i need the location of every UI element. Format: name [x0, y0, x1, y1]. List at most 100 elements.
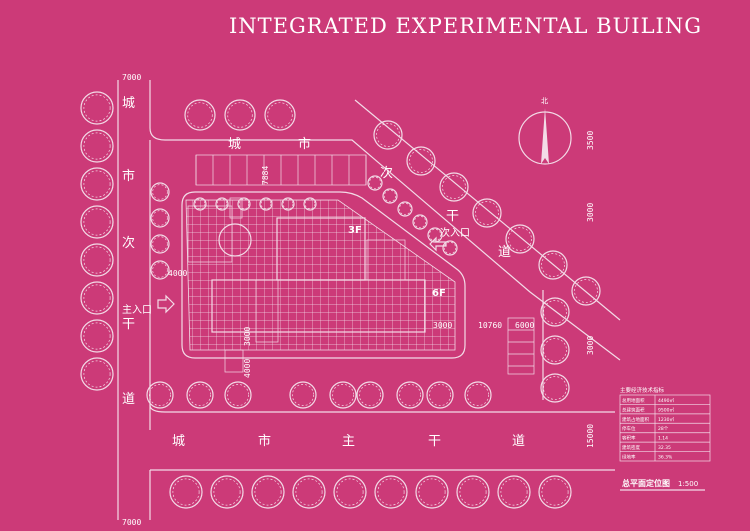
trees — [80, 91, 601, 509]
walkway-top — [229, 197, 243, 219]
tree — [150, 208, 170, 228]
tree — [80, 167, 114, 201]
tree — [80, 281, 114, 315]
road-bottom-1: 城 — [172, 434, 185, 449]
tree — [571, 276, 601, 306]
dim-left-gap: 4000 — [168, 269, 187, 278]
tree — [150, 260, 170, 280]
tree — [356, 381, 384, 409]
plan-caption: 总平面定位图 1:500 — [620, 478, 705, 491]
tree — [264, 99, 296, 131]
hatched-garden — [187, 205, 233, 263]
table-cell-label: 容积率 — [622, 435, 636, 442]
dim-inner-c: 6000 — [515, 321, 534, 330]
tree — [333, 475, 367, 509]
table-cell-label: 总建筑面积 — [622, 406, 645, 413]
north-label: 北 — [541, 97, 548, 105]
road-top-1: 城 — [228, 137, 241, 152]
table-cell-value: 1230㎡ — [658, 416, 674, 423]
tree — [215, 197, 229, 211]
fountain — [218, 223, 252, 257]
dim-inner-b: 10760 — [478, 321, 502, 330]
tree — [184, 99, 216, 131]
table-cell-label: 总用地面积 — [622, 397, 645, 404]
tree — [224, 99, 256, 131]
road-left-4: 干 — [122, 317, 135, 332]
tree — [80, 91, 114, 125]
dim-inner-e: 4000 — [243, 359, 252, 378]
building-6f — [211, 279, 426, 343]
tree — [80, 205, 114, 239]
north-arrow: 北 — [518, 97, 572, 165]
road-labels: 城 市 次 干 道 城 市 次 干 道 城 市 主 干 道 — [122, 96, 525, 449]
tree — [224, 381, 252, 409]
tree — [415, 475, 449, 509]
tree — [367, 175, 383, 191]
tree — [150, 182, 170, 202]
table-title: 主要经济技术指标 — [620, 386, 665, 394]
walkway-bottom — [224, 349, 244, 373]
tree — [251, 475, 285, 509]
road-bottom-2: 市 — [258, 433, 271, 449]
tree — [374, 475, 408, 509]
tree — [540, 335, 570, 365]
road-left-2: 市 — [122, 168, 135, 184]
table-cell-label: 绿地率 — [622, 454, 636, 461]
main-entrance-label: 主入口 — [122, 304, 152, 316]
table-cell-value: 28个 — [658, 426, 669, 432]
dim-inner-d: 3000 — [243, 327, 252, 346]
tree — [442, 240, 458, 256]
tree — [426, 381, 454, 409]
hatched-plaza — [366, 239, 406, 281]
tree — [412, 214, 428, 230]
dim-inner-a: 3000 — [433, 321, 452, 330]
dim-top-left: 7000 — [122, 73, 141, 82]
road-diag-3: 道 — [498, 245, 511, 260]
road-left-5: 道 — [122, 392, 135, 407]
dim-top-gap: 7884 — [261, 166, 270, 185]
tree — [80, 319, 114, 353]
road-bottom-4: 干 — [428, 434, 441, 449]
road-top-2: 市 — [298, 136, 311, 152]
tree — [538, 250, 568, 280]
tree — [472, 198, 502, 228]
tree — [505, 224, 535, 254]
dim-bottom-left: 7000 — [122, 518, 141, 527]
tree — [303, 197, 317, 211]
secondary-entrance-label: 次入口 — [440, 226, 470, 239]
tree — [406, 146, 436, 176]
tree — [497, 475, 531, 509]
table-cell-label: 建筑占地面积 — [622, 416, 649, 423]
tree — [237, 197, 251, 211]
tree — [373, 120, 403, 150]
tree — [540, 297, 570, 327]
dim-right-3: 3000 — [586, 336, 595, 355]
tree — [210, 475, 244, 509]
tree — [186, 381, 214, 409]
tree — [259, 197, 273, 211]
parking-right — [507, 317, 535, 375]
tree — [169, 475, 203, 509]
table-cell-value: 4490㎡ — [658, 397, 674, 404]
plan-caption-scale: 1:500 — [678, 480, 698, 488]
tree — [396, 381, 424, 409]
table-cell-value: 9500㎡ — [658, 406, 674, 413]
dim-right-1: 3500 — [586, 131, 595, 150]
tree — [150, 234, 170, 254]
table-cell-value: 36.3% — [658, 455, 673, 461]
tree — [289, 381, 317, 409]
dim-right-2: 3000 — [586, 203, 595, 222]
tree — [427, 227, 443, 243]
road-bottom-3: 主 — [342, 434, 355, 449]
tree — [80, 243, 114, 277]
tree — [540, 373, 570, 403]
main-entrance-arrow — [157, 294, 175, 314]
tree — [146, 381, 174, 409]
road-left-1: 城 — [122, 96, 135, 111]
road-diag-1: 次 — [380, 165, 393, 181]
parking-top — [195, 154, 367, 186]
tree — [193, 197, 207, 211]
